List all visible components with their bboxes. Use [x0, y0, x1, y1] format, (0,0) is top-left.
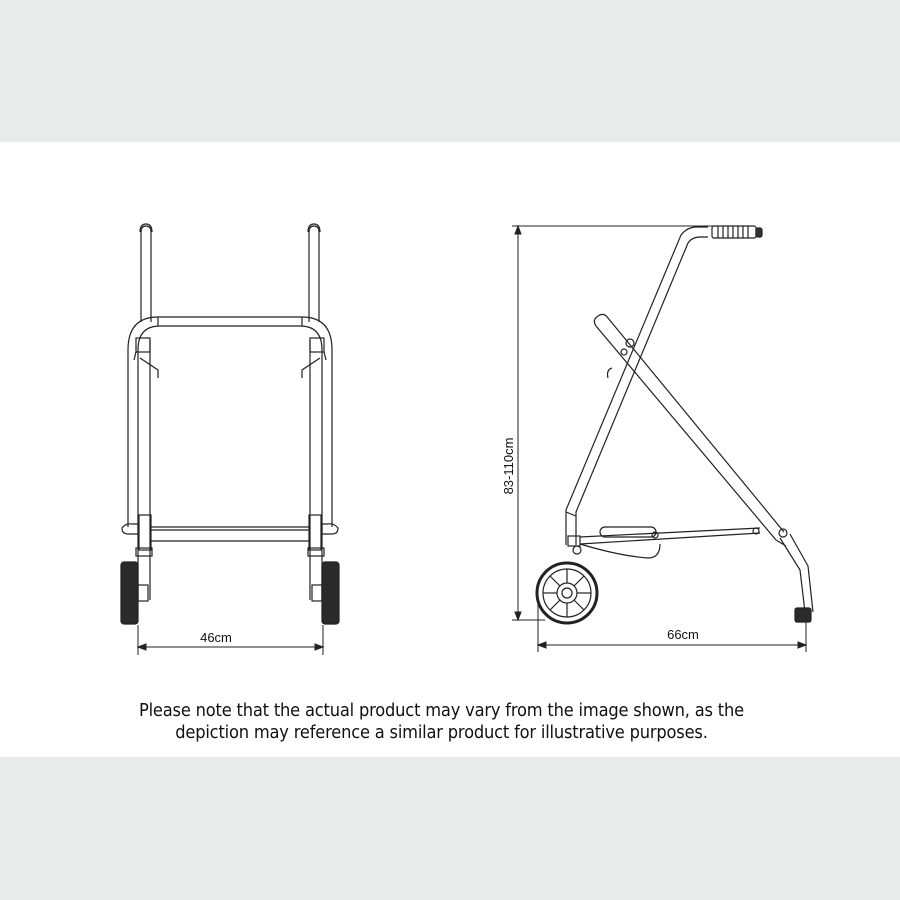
- width-dimension: [136, 625, 325, 655]
- side-folding-brace: [579, 526, 761, 559]
- top-band: [0, 0, 900, 142]
- front-brake-levers: [121, 523, 339, 557]
- front-legs: [127, 340, 333, 600]
- front-handles: [139, 223, 321, 322]
- side-view: [512, 224, 814, 652]
- height-dimension: [512, 224, 715, 622]
- bottom-band: [0, 757, 900, 900]
- front-lower-crossbar: [138, 514, 322, 551]
- side-front-frame: [593, 313, 814, 623]
- disclaimer-note: Please note that the actual product may …: [31, 700, 852, 744]
- width-label: 46cm: [200, 630, 232, 645]
- height-label: 83-110cm: [501, 438, 516, 495]
- disclaimer-line-1: Please note that the actual product may …: [138, 701, 744, 721]
- front-top-frame: [127, 316, 333, 351]
- front-view: [120, 223, 340, 655]
- side-handle-grip: [711, 225, 763, 239]
- side-joints: [567, 338, 788, 555]
- front-hooks: [133, 337, 327, 378]
- side-rear-wheel: [535, 561, 599, 625]
- depth-label: 66cm: [667, 627, 699, 642]
- depth-dimension: [536, 600, 808, 652]
- disclaimer-line-2: depiction may reference a similar produc…: [175, 723, 708, 743]
- side-rear-frame: [565, 226, 708, 545]
- front-wheels: [120, 561, 340, 625]
